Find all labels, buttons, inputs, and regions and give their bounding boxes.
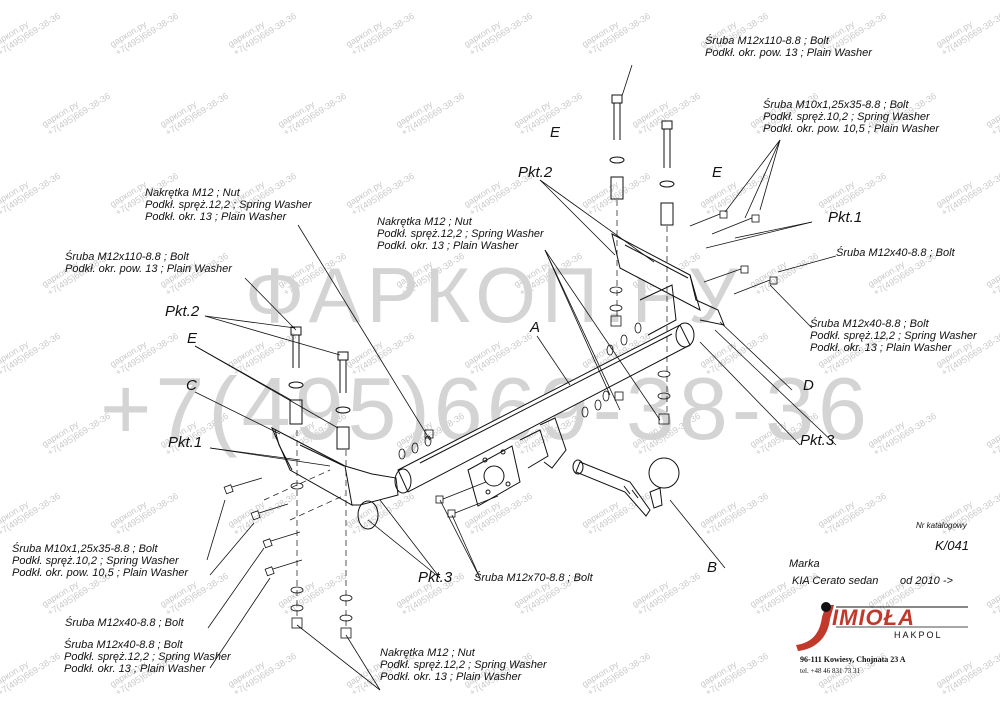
vehicle-model: KIA Cerato sedan [792, 575, 879, 587]
label-left-m10-set-line-3: Podkł. okr. pow. 10,5 ; Plain Washer [12, 567, 189, 579]
pkt1-left: Pkt.1 [168, 434, 202, 451]
pkt1-right: Pkt.1 [828, 209, 862, 226]
right-bracket-D [611, 233, 725, 336]
label-right-bolt-m10-line-3: Podkł. okr. pow. 10,5 ; Plain Washer [763, 123, 940, 135]
side-bolts [223, 210, 778, 577]
pkt3-bottom: Pkt.3 [418, 569, 453, 586]
label-right-bolt-m12x40-line-1: Śruba M12x40-8.8 ; Bolt [836, 246, 956, 259]
label-center-nut-line-2: Podkł. spręż.12,2 ; Spring Washer [377, 228, 545, 240]
label-right-bolt-m12x40-set-line-2: Podkł. spręż.12,2 ; Spring Washer [810, 330, 978, 342]
label-left-m12x40-set-line-2: Podkł. spręż.12,2 ; Spring Washer [64, 651, 232, 663]
label-right-bolt-m12x40-set-line-1: Śruba M12x40-8.8 ; Bolt [810, 317, 930, 330]
pkt2-left: Pkt.2 [165, 303, 200, 320]
catalog-number: K/041 [935, 538, 969, 553]
logo-text: IMIOŁA [832, 605, 915, 630]
label-left-bolt-line-1: Śruba M12x110-8.8 ; Bolt [65, 250, 190, 263]
pkt2-top: Pkt.2 [518, 164, 553, 181]
brand-logo: IMIOŁA HAKPOL [792, 593, 972, 653]
vehicle-year: od 2010 -> [900, 575, 953, 587]
label-center-nut-line-3: Podkł. okr. 13 ; Plain Washer [377, 240, 520, 252]
logo-subtext: HAKPOL [894, 630, 943, 640]
leader-lines [194, 64, 837, 691]
letter-B: B [707, 559, 717, 576]
label-center-nut-line-1: Nakrętka M12 ; Nut [377, 216, 473, 228]
ball-neck-B [572, 457, 680, 517]
label-left-m10-set-line-2: Podkł. spręż.10,2 ; Spring Washer [12, 555, 180, 567]
left-bracket-C [270, 426, 399, 530]
label-left-nut-line-1: Nakrętka M12 ; Nut [145, 187, 241, 199]
ball-plate [467, 417, 567, 507]
label-left-m10-set-line-1: Śruba M10x1,25x35-8.8 ; Bolt [12, 542, 158, 555]
letter-D: D [803, 377, 814, 394]
bolt-stack-top-right [609, 94, 675, 226]
nut-columns-bottom [290, 286, 671, 639]
label-left-bolt-line-2: Podkł. okr. pow. 13 ; Plain Washer [65, 263, 233, 275]
label-bottom-nut-line-1: Nakrętka M12 ; Nut [380, 647, 476, 659]
label-right-bolt-m12x40-set-line-3: Podkł. okr. 13 ; Plain Washer [810, 342, 953, 354]
crossbar-A [394, 322, 695, 494]
pkt3-right: Pkt.3 [800, 432, 835, 449]
logo-mark-icon [796, 602, 968, 651]
label-bolt-m12x70: Śruba M12x70-8.8 ; Bolt [474, 571, 594, 584]
label-top-bolt-line-2: Podkł. okr. pow. 13 ; Plain Washer [705, 47, 873, 59]
brand-telephone: tel. +48 46 831 73 31 [800, 667, 860, 675]
catalog-label: Nr katalogowy [916, 521, 967, 530]
letter-A: A [529, 319, 540, 336]
label-bottom-nut-line-3: Podkł. okr. 13 ; Plain Washer [380, 671, 523, 683]
label-right-bolt-m10-line-1: Śruba M10x1,25x35-8.8 ; Bolt [763, 98, 909, 111]
label-left-m12x40-set-line-1: Śruba M12x40-8.8 ; Bolt [64, 638, 184, 651]
letter-E-left: E [187, 330, 198, 347]
label-right-bolt-m10-line-2: Podkł. spręż.10,2 ; Spring Washer [763, 111, 931, 123]
brand-address: 96-111 Kowiesy, Chojnata 23 A [800, 655, 906, 664]
letter-E-right: E [712, 164, 723, 181]
label-top-bolt-line-1: Śruba M12x110-8.8 ; Bolt [705, 34, 830, 47]
label-left-nut-line-3: Podkł. okr. 13 ; Plain Washer [145, 211, 288, 223]
label-left-m12x40-line-1: Śruba M12x40-8.8 ; Bolt [65, 616, 185, 629]
marka-label: Marka [789, 558, 820, 570]
letter-E-top: E [550, 124, 561, 141]
bolt-stack-left [288, 326, 351, 450]
label-left-m12x40-set-line-3: Podkł. okr. 13 ; Plain Washer [64, 663, 207, 675]
letter-C: C [186, 377, 197, 394]
label-bottom-nut-line-2: Podkł. spręż.12,2 ; Spring Washer [380, 659, 548, 671]
assembly-lines [263, 200, 668, 628]
label-left-nut-line-2: Podkł. spręż.12,2 ; Spring Washer [145, 199, 313, 211]
